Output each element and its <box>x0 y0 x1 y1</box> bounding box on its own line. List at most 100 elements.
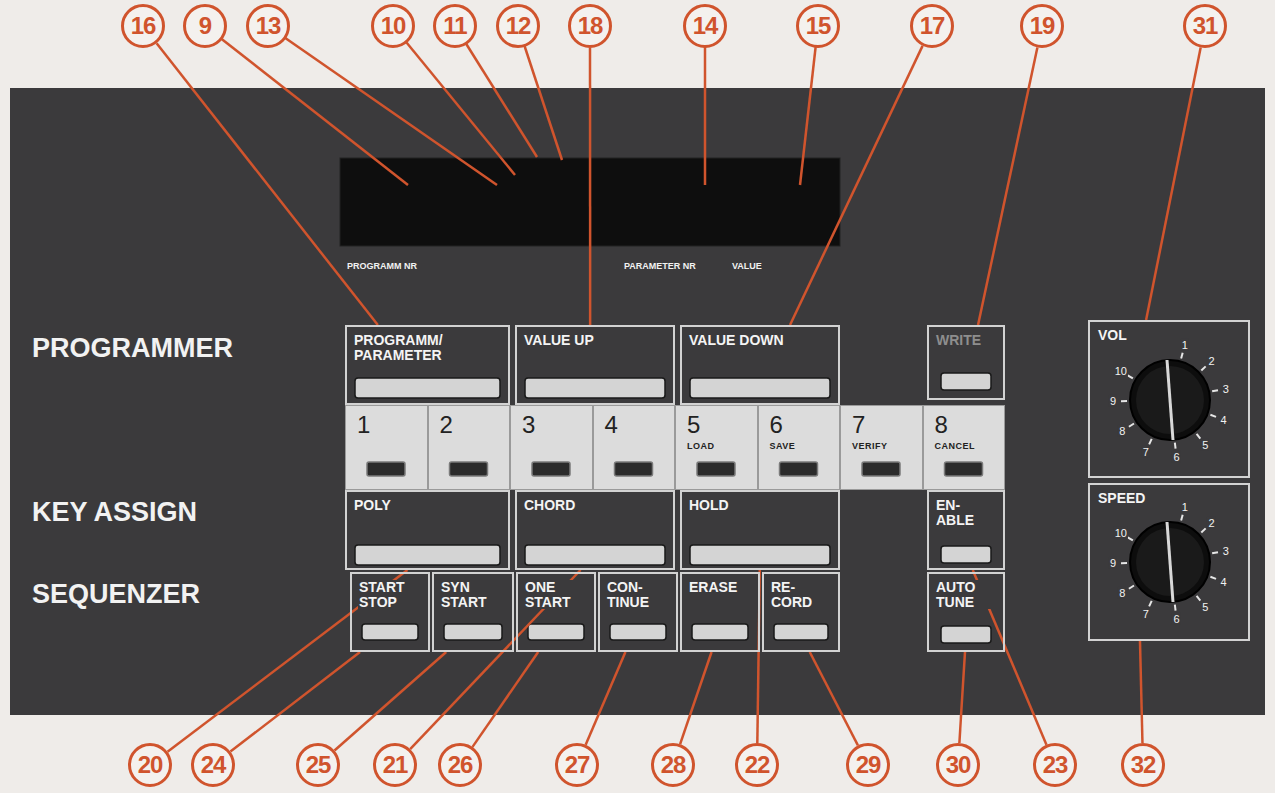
control-label: PROGRAMM/ PARAMETER <box>353 333 502 362</box>
key-button <box>945 462 983 476</box>
control-label: RE- CORD <box>770 580 832 609</box>
key-label: SAVE <box>769 441 797 451</box>
callout-circle: 26 <box>438 743 482 787</box>
knob-scale <box>1121 353 1218 449</box>
number-key: 6SAVE <box>758 405 841 490</box>
control-label: POLY <box>353 498 392 513</box>
callout-number: 19 <box>1030 14 1055 38</box>
speed-knob <box>1121 515 1218 611</box>
control-label: HOLD <box>688 498 730 513</box>
leader-lines <box>205 26 818 185</box>
dial-number: 4 <box>1219 414 1227 426</box>
scale-tick <box>1174 443 1177 449</box>
push-button <box>355 545 500 565</box>
dial-number: 10 <box>1114 527 1128 539</box>
number-key: 3 <box>510 405 593 490</box>
section-label: SEQUENZER <box>30 580 202 610</box>
key-label: 4 <box>604 413 619 437</box>
key-button <box>615 462 653 476</box>
callout-number: 15 <box>806 14 831 38</box>
callout-number: 21 <box>383 753 408 777</box>
dial-number: 8 <box>1118 587 1126 599</box>
leader-line <box>978 48 1037 325</box>
leader-line <box>205 26 408 185</box>
push-button <box>692 624 748 640</box>
leader-line <box>157 43 378 325</box>
callout-number: 16 <box>131 14 156 38</box>
callout-circle: 20 <box>128 743 172 787</box>
push-button <box>355 378 500 398</box>
callout-number: 17 <box>920 14 945 38</box>
scale-tick <box>1121 562 1127 564</box>
control-label: CON- TINUE <box>606 580 670 609</box>
leader-line <box>790 46 923 325</box>
push-button <box>610 624 666 640</box>
push-button <box>941 373 991 390</box>
callout-number: 14 <box>693 14 718 38</box>
key-label: CANCEL <box>934 441 977 451</box>
dial-number: 2 <box>1207 355 1215 367</box>
knob-body <box>1130 360 1210 440</box>
number-key: 2 <box>428 405 511 490</box>
control-box: PROGRAMM/ PARAMETER <box>345 325 510 405</box>
push-buttons <box>355 373 991 643</box>
scale-tick <box>1129 423 1134 426</box>
control-label: CHORD <box>523 498 576 513</box>
push-button <box>774 624 828 640</box>
scale-tick <box>1210 577 1216 579</box>
knob-label: VOL <box>1097 328 1128 343</box>
control-label: VALUE UP <box>523 333 595 348</box>
callout-circle: 25 <box>296 743 340 787</box>
dial-number: 4 <box>1219 576 1227 588</box>
key-button <box>367 462 405 476</box>
panel-face <box>10 88 1265 715</box>
control-label: VALUE DOWN <box>688 333 785 348</box>
callout-circle: 29 <box>846 743 890 787</box>
control-label: ERASE <box>688 580 738 595</box>
callout-number: 28 <box>661 753 686 777</box>
push-button <box>525 545 665 565</box>
leader-line <box>704 26 707 185</box>
dial-number: 10 <box>1114 365 1128 377</box>
control-label: SYN START <box>440 580 506 609</box>
leader-line <box>473 652 539 747</box>
dial-number: 3 <box>1222 544 1230 556</box>
key-label: 1 <box>356 413 371 437</box>
dial-number: 1 <box>1181 339 1189 351</box>
control-label: WRITE <box>935 333 982 348</box>
control-box: CHORD <box>515 490 675 570</box>
control-box: START STOP <box>350 572 430 652</box>
callout-circle: 32 <box>1121 743 1165 787</box>
scale-tick <box>1181 353 1183 359</box>
key-label: 5 <box>686 413 701 437</box>
callout-circle: 24 <box>191 743 235 787</box>
leader-line <box>800 26 818 185</box>
key-strip <box>345 405 1005 490</box>
control-box: ONE START <box>516 572 596 652</box>
display-label: PARAMETER NR <box>622 262 698 272</box>
dial-number: 6 <box>1172 451 1180 463</box>
callout-circle: 16 <box>121 4 165 48</box>
key-label: LOAD <box>686 441 716 451</box>
callout-number: 13 <box>256 14 281 38</box>
callout-circle: 27 <box>555 743 599 787</box>
callout-circle: 22 <box>735 743 779 787</box>
control-box: CON- TINUE <box>598 572 678 652</box>
scale-tick <box>1210 415 1216 417</box>
control-label: ONE START <box>524 580 588 609</box>
key-label: 3 <box>521 413 536 437</box>
callout-circle: 30 <box>936 743 980 787</box>
leader-line <box>680 652 711 744</box>
control-box: VALUE UP <box>515 325 675 405</box>
callout-circle: 17 <box>910 4 954 48</box>
callout-number: 25 <box>306 753 331 777</box>
leader-line <box>1146 48 1201 320</box>
leader-line <box>393 26 515 175</box>
volume-knob <box>1121 353 1218 449</box>
leader-line <box>230 652 360 752</box>
callout-number: 10 <box>381 14 406 38</box>
callout-number: 12 <box>506 14 531 38</box>
